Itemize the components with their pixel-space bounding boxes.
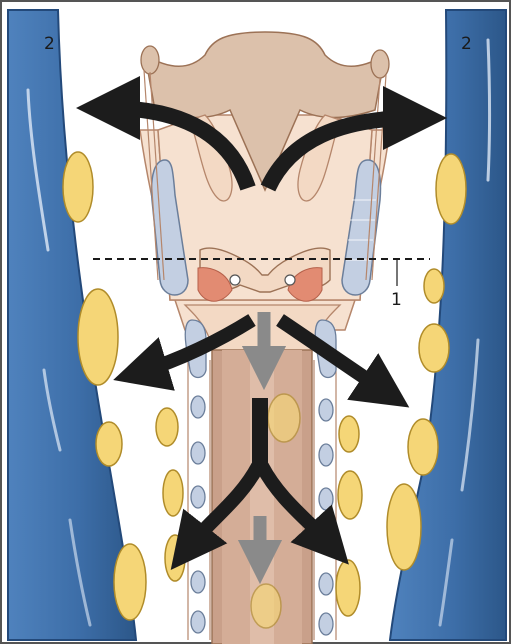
lymph-node bbox=[424, 269, 444, 303]
lymph-node bbox=[339, 416, 359, 452]
lymph-node bbox=[268, 394, 300, 442]
label-left-jugular-vein: 2 bbox=[44, 34, 55, 54]
right-superior-horn bbox=[371, 50, 389, 78]
label-glottic-level: 1 bbox=[391, 290, 402, 310]
lymph-node bbox=[408, 419, 438, 475]
label-right-jugular-vein: 2 bbox=[461, 34, 472, 54]
lymph-node bbox=[436, 154, 466, 224]
lymph-node bbox=[338, 471, 362, 519]
lymph-node bbox=[63, 152, 93, 222]
left-superior-horn bbox=[141, 46, 159, 74]
lymph-node bbox=[163, 470, 183, 516]
lymph-node bbox=[419, 324, 449, 372]
lymph-node bbox=[78, 289, 118, 385]
right-arytenoid-marker bbox=[285, 275, 295, 285]
lymph-node bbox=[114, 544, 146, 620]
lymph-node bbox=[251, 584, 281, 628]
left-arytenoid-marker bbox=[230, 275, 240, 285]
lymph-node bbox=[156, 408, 178, 446]
lymph-node bbox=[387, 484, 421, 570]
lymph-node bbox=[336, 560, 360, 616]
lymph-node bbox=[165, 535, 185, 581]
lymph-node bbox=[96, 422, 122, 466]
